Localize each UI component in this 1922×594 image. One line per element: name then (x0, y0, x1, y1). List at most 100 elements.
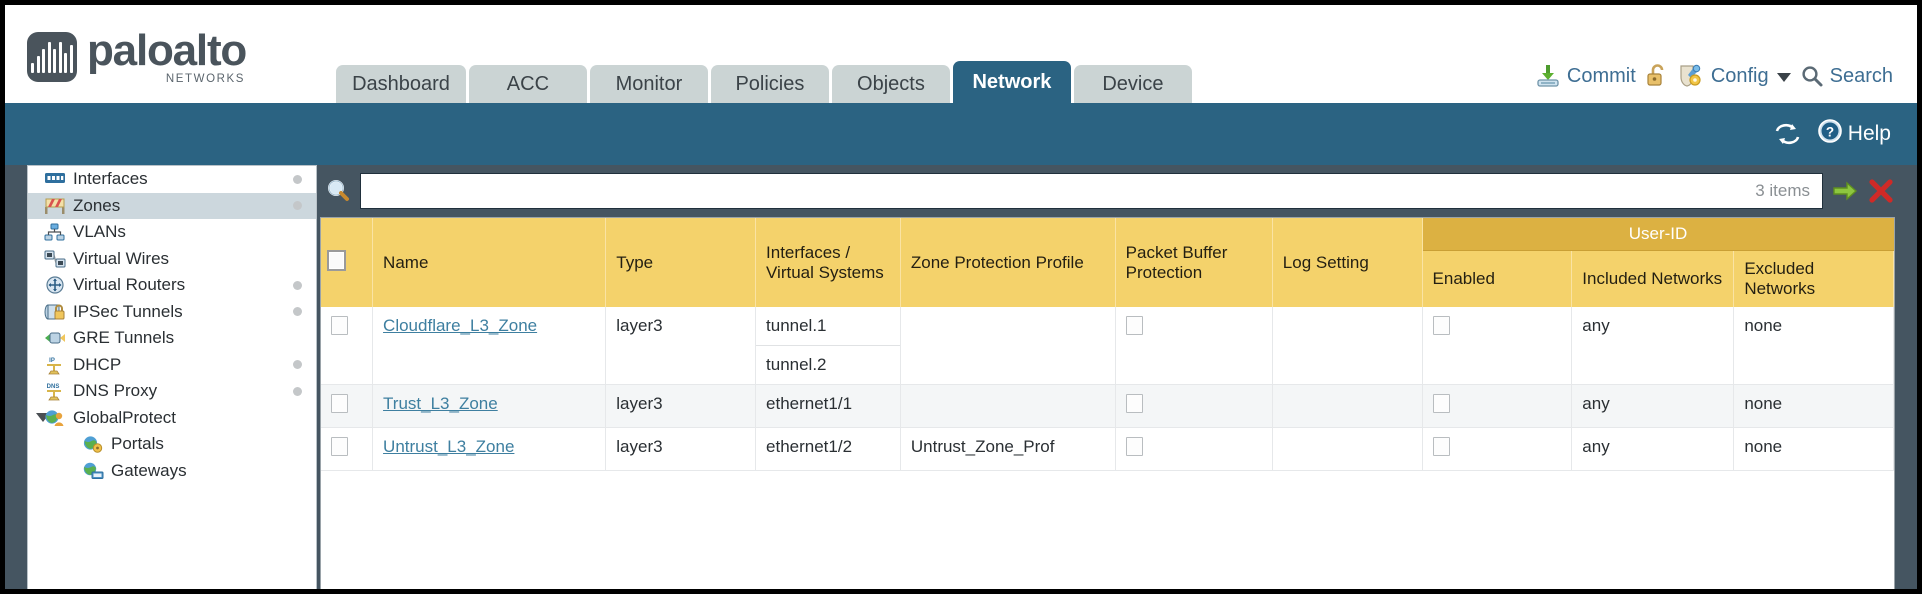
row-select-cell (321, 307, 374, 386)
packet-buffer-protection-checkbox[interactable] (1125, 316, 1143, 336)
sidebar-item-label: Virtual Wires (73, 248, 170, 268)
gateways-icon (82, 462, 104, 480)
items-count-label: 3 items (1755, 181, 1810, 200)
packet-buffer-protection-checkbox[interactable] (1125, 394, 1143, 414)
commit-label: Commit (1566, 64, 1636, 87)
zone-name-link[interactable]: Untrust_L3_Zone (383, 437, 515, 457)
interface-item: tunnel.1 (756, 307, 900, 347)
table-row[interactable]: Cloudflare_L3_Zone layer3 tunnel.1 tunne… (321, 307, 1894, 386)
col-header-packet-buffer-protection[interactable]: Packet Buffer Protection (1115, 218, 1273, 308)
help-button[interactable]: ? Help (1817, 118, 1891, 150)
table-group-header-row: Name Type Interfaces / Virtual Systems Z… (321, 218, 1894, 308)
col-header-name[interactable]: Name (372, 218, 607, 308)
col-header-log-setting[interactable]: Log Setting (1272, 218, 1423, 308)
search-label: Search (1829, 64, 1893, 87)
svg-text:IP: IP (49, 358, 55, 364)
sidebar-item-dhcp[interactable]: IP DHCP (28, 352, 316, 379)
twisty-expanded-icon[interactable] (36, 413, 50, 423)
sidebar-status-dot (293, 307, 302, 317)
config-label: Config (1710, 64, 1769, 87)
sidebar-item-label: VLANs (73, 222, 126, 242)
apply-filter-button[interactable] (1831, 177, 1859, 205)
zone-name-link[interactable]: Trust_L3_Zone (383, 394, 498, 414)
sidebar-item-gateways[interactable]: Gateways (28, 458, 316, 485)
search-input[interactable] (373, 182, 1746, 200)
sidebar-item-virtual-routers[interactable]: Virtual Routers (28, 272, 316, 299)
clear-filter-button[interactable] (1867, 177, 1895, 205)
col-header-userid-included-networks[interactable]: Included Networks (1571, 250, 1735, 308)
table-row[interactable]: Untrust_L3_Zone layer3 ethernet1/2 Untru… (321, 427, 1894, 472)
chevron-down-icon[interactable] (1776, 73, 1791, 82)
col-header-userid-excluded-networks[interactable]: Excluded Networks (1733, 250, 1894, 308)
interface-item: tunnel.2 (766, 355, 827, 375)
sidebar-item-vlans[interactable]: VLANs (28, 219, 316, 246)
search-icon (1800, 64, 1824, 88)
cell-packet-buffer-protection (1115, 307, 1273, 386)
col-header-zone-protection-profile[interactable]: Zone Protection Profile (900, 218, 1116, 308)
tab-objects[interactable]: Objects (831, 65, 950, 103)
tab-policies[interactable]: Policies (710, 65, 829, 103)
tab-dashboard[interactable]: Dashboard (336, 65, 466, 103)
sidebar-item-label: Interfaces (73, 169, 148, 189)
tab-monitor[interactable]: Monitor (589, 65, 708, 103)
search-button[interactable]: Search (1800, 64, 1893, 88)
zones-icon (44, 197, 66, 215)
table-row[interactable]: Trust_L3_Zone layer3 ethernet1/1 (321, 384, 1894, 429)
unlocked-padlock-icon (1645, 63, 1669, 89)
col-header-userid-enabled[interactable]: Enabled (1422, 250, 1573, 308)
sidebar-item-zones[interactable]: Zones (28, 192, 316, 219)
cell-excluded-networks: none (1733, 384, 1894, 429)
tab-network[interactable]: Network (952, 61, 1071, 103)
globalprotect-icon (44, 409, 66, 427)
main-nav-tabs: Dashboard ACC Monitor Policies Objects N… (336, 61, 1192, 103)
row-checkbox[interactable] (331, 316, 348, 336)
sidebar-item-label: Gateways (111, 460, 187, 480)
tab-acc[interactable]: ACC (468, 65, 587, 103)
userid-enabled-checkbox[interactable] (1432, 316, 1450, 336)
svg-text:DNS: DNS (47, 384, 60, 390)
sidebar-item-gre-tunnels[interactable]: GRE Tunnels (28, 325, 316, 352)
cell-excluded-networks: none (1733, 307, 1894, 386)
magnifier-icon[interactable] (324, 178, 352, 204)
packet-buffer-protection-checkbox[interactable] (1125, 437, 1143, 457)
cell-log-setting (1272, 427, 1423, 472)
top-header-bar: paloalto NETWORKS Dashboard ACC Monitor … (5, 5, 1917, 103)
zone-name-link[interactable]: Cloudflare_L3_Zone (383, 316, 538, 336)
row-checkbox[interactable] (331, 394, 348, 414)
sidebar-item-portals[interactable]: Portals (28, 431, 316, 458)
content-pane: 3 items (320, 165, 1895, 589)
sidebar-status-dot (293, 174, 302, 184)
userid-enabled-checkbox[interactable] (1432, 394, 1450, 414)
config-button[interactable]: Config (1678, 63, 1791, 89)
sidebar-status-dot (293, 201, 302, 211)
search-field-wrapper[interactable]: 3 items (360, 173, 1823, 209)
sidebar-item-virtual-wires[interactable]: Virtual Wires (28, 246, 316, 273)
sidebar-status-dot (293, 280, 302, 290)
row-checkbox[interactable] (331, 437, 348, 457)
row-select-cell (321, 384, 374, 429)
col-header-interfaces[interactable]: Interfaces / Virtual Systems (755, 218, 901, 308)
refresh-icon[interactable] (1774, 122, 1801, 146)
col-header-type[interactable]: Type (605, 218, 757, 308)
sidebar-item-label: GRE Tunnels (73, 328, 175, 348)
tab-device[interactable]: Device (1073, 65, 1192, 103)
cell-interfaces: tunnel.1 tunnel.2 (755, 307, 901, 386)
cell-name: Untrust_L3_Zone (372, 427, 607, 472)
userid-enabled-checkbox[interactable] (1432, 437, 1450, 457)
sidebar-item-label: GlobalProtect (73, 407, 176, 427)
select-all-checkbox[interactable] (327, 249, 346, 271)
interfaces-icon (44, 170, 66, 188)
commit-button[interactable]: Commit (1535, 63, 1636, 89)
filter-bar: 3 items (320, 165, 1895, 217)
sidebar-item-globalprotect[interactable]: GlobalProtect (28, 405, 316, 432)
sidebar-item-ipsec-tunnels[interactable]: IPSec Tunnels (28, 299, 316, 326)
brand-logo: paloalto NETWORKS (5, 28, 247, 104)
sidebar-item-dns-proxy[interactable]: DNS DNS Proxy (28, 378, 316, 405)
cell-included-networks: any (1571, 307, 1735, 386)
cell-packet-buffer-protection (1115, 427, 1273, 472)
sidebar-item-interfaces[interactable]: Interfaces (28, 166, 316, 193)
cell-type: layer3 (605, 427, 757, 472)
commit-icon (1535, 63, 1561, 89)
lock-button[interactable] (1645, 63, 1669, 89)
